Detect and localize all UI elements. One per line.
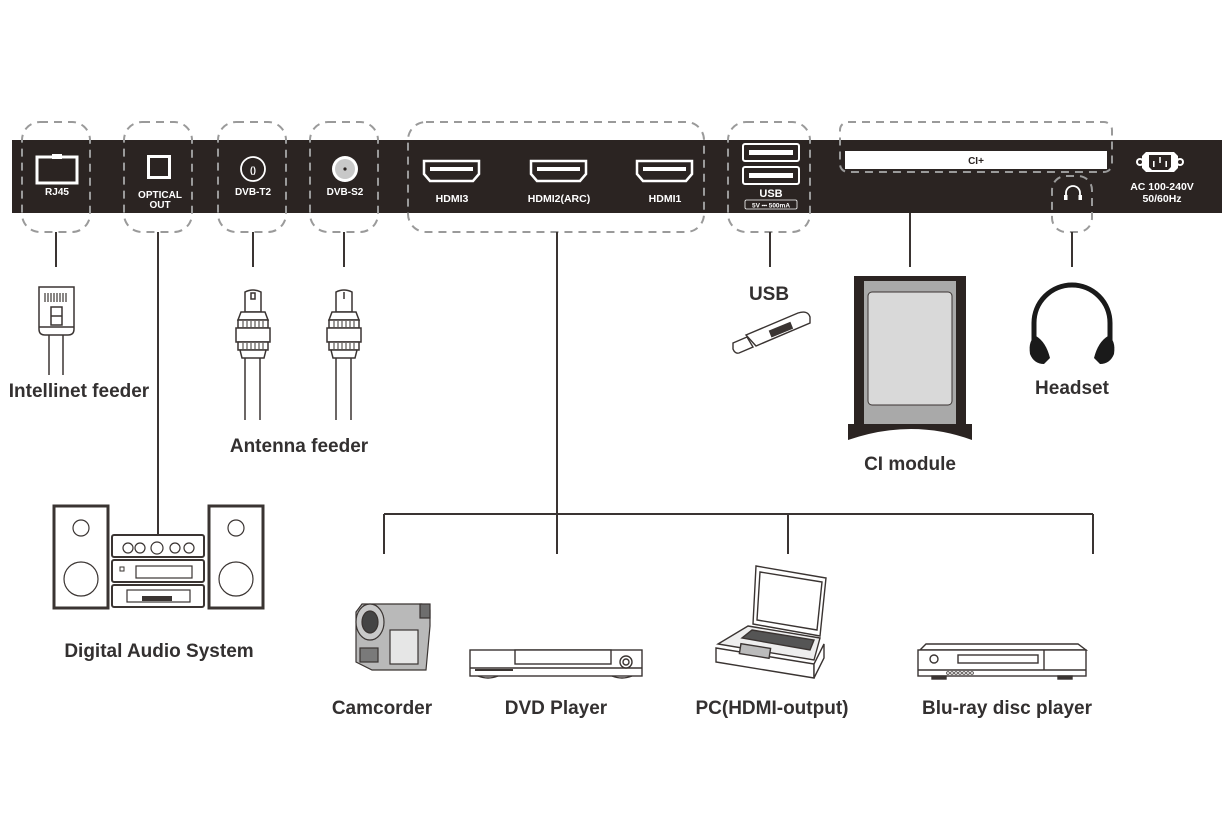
dvbs2-highlight bbox=[309, 121, 379, 233]
ci-module-label: CI module bbox=[864, 454, 956, 475]
camcorder-icon bbox=[355, 603, 431, 671]
usb-port-label: USB bbox=[759, 188, 782, 200]
bluray-player-label: Blu-ray disc player bbox=[922, 698, 1093, 719]
usb-rating-label: 5V ⎓ 500mA bbox=[752, 203, 790, 210]
optical-port-icon bbox=[147, 155, 171, 179]
optical-label-1: OPTICAL bbox=[138, 190, 182, 201]
ethernet-plug-icon bbox=[38, 286, 75, 375]
dvbs2-label: DVB-S2 bbox=[327, 187, 364, 198]
dvbt2-highlight bbox=[217, 121, 287, 233]
hdmi1-label: HDMI1 bbox=[649, 193, 682, 205]
dvbt2-label: DVB-T2 bbox=[235, 187, 272, 198]
hdmi-port-icon bbox=[529, 159, 588, 183]
headphone-jack-icon bbox=[1064, 185, 1082, 200]
intellinet-feeder-label: Intellinet feeder bbox=[9, 381, 150, 402]
satellite-port-icon bbox=[332, 156, 358, 182]
usb-stick-icon bbox=[732, 311, 811, 354]
antenna-plug-icon bbox=[326, 289, 362, 420]
hdmi3-label: HDMI3 bbox=[436, 193, 469, 205]
digital-audio-system-label: Digital Audio System bbox=[64, 641, 253, 662]
dvd-player-icon bbox=[469, 649, 643, 679]
tv-rear-panel bbox=[12, 140, 1222, 213]
hdmi-port-icon bbox=[422, 159, 481, 183]
ci-module-icon bbox=[848, 276, 972, 440]
antenna-port-icon: () bbox=[240, 156, 266, 182]
power-label-2: 50/60Hz bbox=[1142, 193, 1181, 205]
rj45-highlight bbox=[21, 121, 91, 233]
rj45-label: RJ45 bbox=[45, 187, 69, 198]
hdmi-port-icon bbox=[635, 159, 694, 183]
antenna-feeder-label: Antenna feeder bbox=[230, 436, 369, 457]
ci-slot-icon bbox=[845, 151, 1107, 169]
power-socket-icon bbox=[1136, 152, 1184, 172]
optical-highlight bbox=[123, 121, 193, 233]
headset-label: Headset bbox=[1035, 378, 1110, 399]
connection-lines bbox=[55, 213, 1094, 554]
pc-hdmi-output-label: PC(HDMI-output) bbox=[695, 698, 848, 719]
laptop-icon bbox=[715, 565, 827, 679]
optical-label-2: OUT bbox=[149, 200, 170, 211]
usb-device-label: USB bbox=[749, 284, 789, 305]
hdmi2-label: HDMI2(ARC) bbox=[528, 193, 590, 205]
usb-port-icon bbox=[742, 143, 800, 185]
ci-slot-label: CI+ bbox=[968, 156, 984, 167]
headset-icon bbox=[1029, 282, 1115, 364]
hifi-system-icon bbox=[52, 504, 265, 610]
dvd-player-label: DVD Player bbox=[505, 698, 608, 719]
antenna-plug-icon bbox=[235, 289, 271, 420]
camcorder-label: Camcorder bbox=[332, 698, 433, 719]
ethernet-port-icon bbox=[35, 154, 79, 185]
ci-highlight bbox=[839, 121, 1113, 173]
svg-text:(): () bbox=[250, 165, 256, 175]
usb-rating-box bbox=[744, 199, 798, 210]
bluray-player-icon bbox=[917, 643, 1089, 680]
power-label-1: AC 100-240V bbox=[1130, 181, 1194, 193]
